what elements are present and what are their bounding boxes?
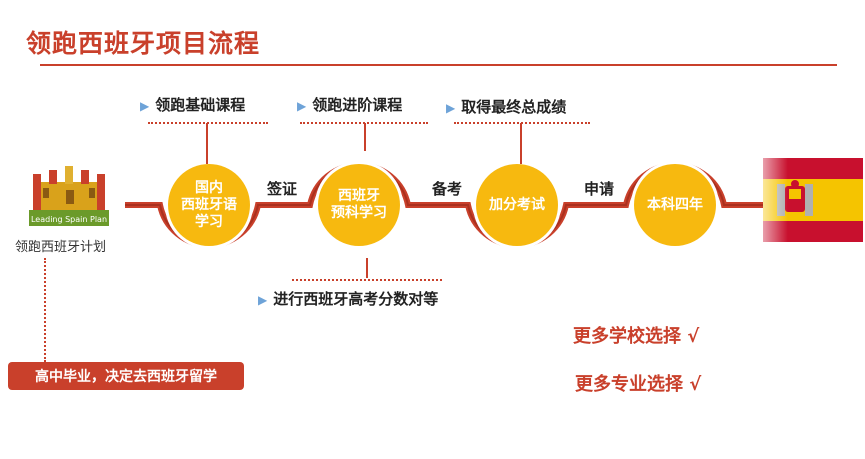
connector-label-3: 申请 <box>584 180 615 198</box>
logo-caption: 领跑西班牙计划 <box>15 240 107 255</box>
title-underline <box>40 64 837 66</box>
connector-label-1: 签证 <box>267 180 298 198</box>
step-circle-3-text: 加分考试 <box>489 196 545 213</box>
stage-pointer-1 <box>206 123 208 164</box>
stage-label-1-text: 领跑基础课程 <box>155 96 246 114</box>
stage-label-3-text: 取得最终总成绩 <box>461 98 567 116</box>
step-circle-3: 加分考试 <box>476 164 558 246</box>
arrow-icon: ▶ <box>297 99 307 113</box>
below-note-text: 进行西班牙高考分数对等 <box>273 290 439 308</box>
stage-label-1: ▶ 领跑基础课程 <box>140 94 245 115</box>
stage-underline-3 <box>454 122 590 124</box>
logo-connector-line <box>44 258 46 362</box>
stage-pointer-3 <box>520 123 522 164</box>
arrow-icon: ▶ <box>258 293 268 307</box>
footer-banner: 高中毕业，决定去西班牙留学 <box>8 362 244 390</box>
connector-label-2: 备考 <box>432 180 463 198</box>
stage-underline-1 <box>148 122 268 124</box>
page-title: 领跑西班牙项目流程 <box>26 29 261 58</box>
logo: Leading Spain Plan 领跑西班牙计划 <box>13 160 125 255</box>
step-circle-1-text: 国内 西班牙语 学习 <box>181 179 237 230</box>
below-note: ▶ 进行西班牙高考分数对等 <box>258 288 438 309</box>
stage-label-3: ▶ 取得最终总成绩 <box>446 96 566 117</box>
stage-label-2-text: 领跑进阶课程 <box>312 96 403 114</box>
benefit-1: 更多学校选择 √ <box>573 326 700 347</box>
process-flow-line <box>125 161 770 249</box>
logo-tagline: Leading Spain Plan <box>31 215 107 224</box>
step-circle-2-text: 西班牙 预科学习 <box>331 188 387 221</box>
stage-label-2: ▶ 领跑进阶课程 <box>297 94 402 115</box>
note-pointer <box>366 258 368 278</box>
arrow-icon: ▶ <box>446 101 456 115</box>
logo-emblem: Leading Spain Plan <box>29 166 109 226</box>
stage-pointer-2 <box>364 123 366 151</box>
step-circle-4-text: 本科四年 <box>647 196 703 213</box>
spain-flag-icon <box>763 158 863 242</box>
step-circle-2: 西班牙 预科学习 <box>318 164 400 246</box>
step-circle-1: 国内 西班牙语 学习 <box>168 164 250 246</box>
benefit-2: 更多专业选择 √ <box>575 374 702 395</box>
step-circle-4: 本科四年 <box>634 164 716 246</box>
arrow-icon: ▶ <box>140 99 150 113</box>
note-underline <box>292 279 442 281</box>
